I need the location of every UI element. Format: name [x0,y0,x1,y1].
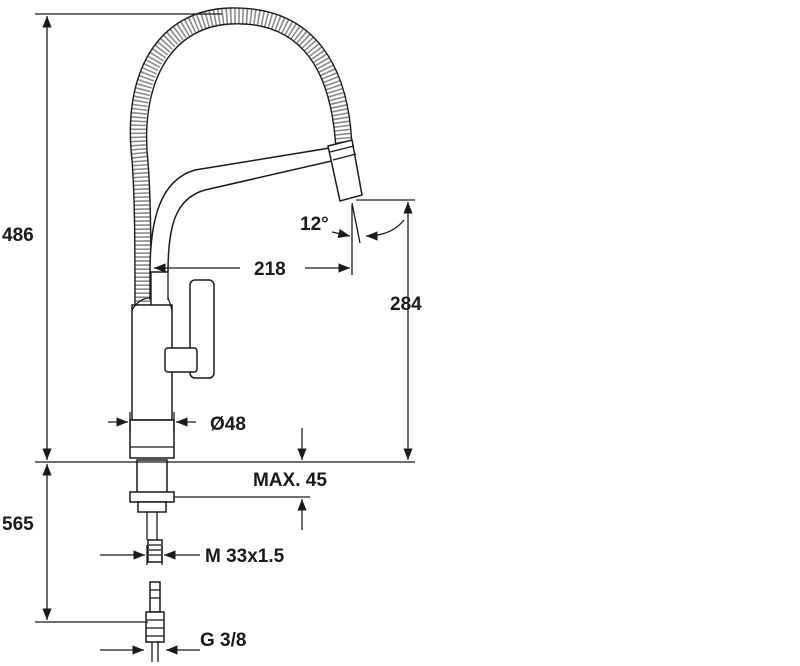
label-284: 284 [390,294,422,315]
dimension-lines [35,13,415,655]
spray-head [327,139,363,202]
label-g38: G 3/8 [200,630,246,651]
supply-hose-fitting [149,581,161,613]
spout-arm [149,147,338,273]
label-486: 486 [2,225,34,246]
mount-shank [136,459,168,495]
label-218: 218 [254,259,286,280]
faucet-body [129,7,363,662]
flexible-hose [130,7,352,319]
label-m33: M 33x1.5 [205,546,285,567]
label-565: 565 [2,514,34,535]
label-diameter-48: Ø48 [210,414,246,435]
label-12-degree: 12° [300,214,329,235]
label-max-45: MAX. 45 [253,470,327,491]
